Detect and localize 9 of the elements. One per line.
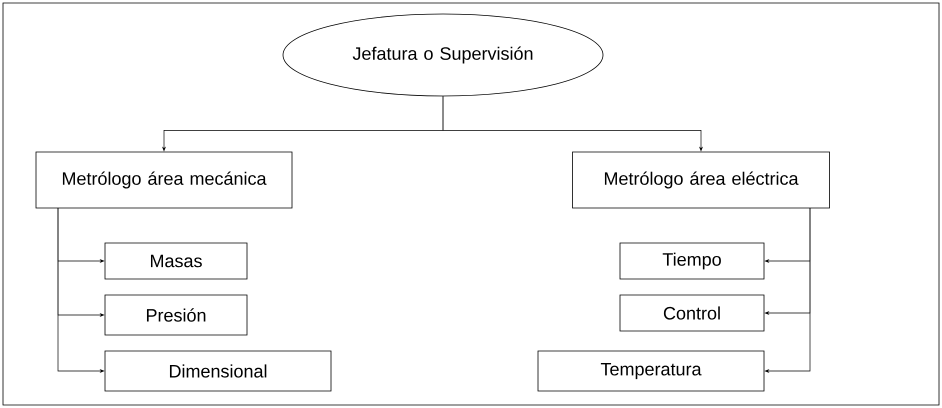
process-box: Control xyxy=(620,294,764,332)
ellipse-node: Jefatura o Supervisión xyxy=(282,14,604,96)
process-box: Metrólogo área mecánica xyxy=(36,152,292,208)
process-box: Masas xyxy=(104,242,248,280)
process-box: Temperatura xyxy=(538,350,764,392)
process-box: Presión xyxy=(104,294,248,336)
process-box: Metrólogo área eléctrica xyxy=(572,152,830,208)
process-box: Dimensional xyxy=(104,350,332,392)
process-box: Tiempo xyxy=(620,242,764,280)
